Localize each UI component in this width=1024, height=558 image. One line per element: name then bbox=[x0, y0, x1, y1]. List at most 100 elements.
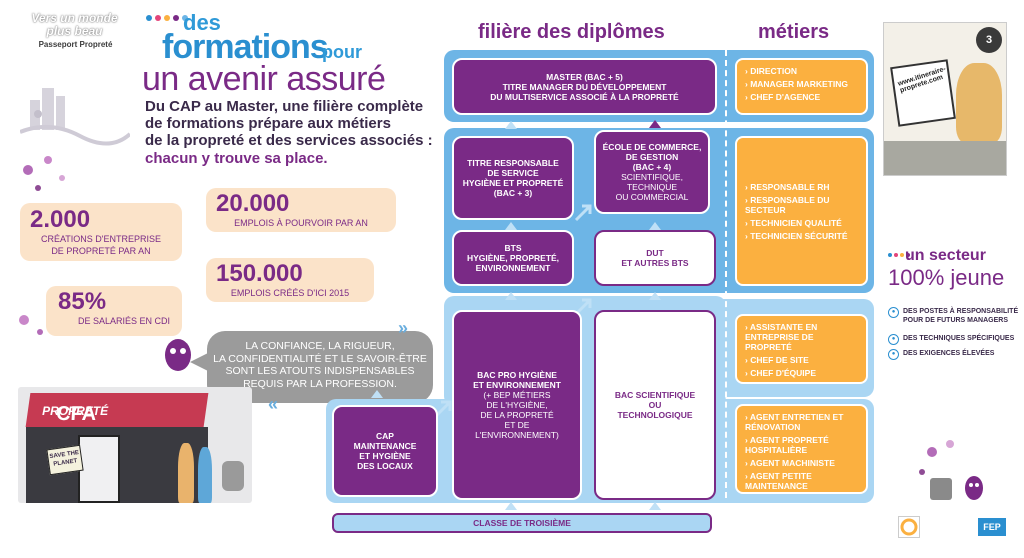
column-separator bbox=[725, 50, 727, 498]
arrow-up-icon bbox=[505, 121, 517, 129]
heading-dots bbox=[146, 15, 188, 21]
stat-emplois-crees: 150.000 EMPLOIS CRÉÉS D'ICI 2015 bbox=[206, 258, 374, 302]
diploma-line: DES LOCAUX bbox=[357, 461, 413, 471]
diploma-line: ÉCOLE DE COMMERCE, bbox=[602, 142, 702, 152]
diploma-line: BAC SCIENTIFIQUE bbox=[614, 390, 696, 400]
quote-line2: LA CONFIDENTIALITÉ ET LE SAVOIR-ÊTRE bbox=[213, 352, 427, 365]
secteur-line1: un secteur bbox=[905, 247, 986, 264]
intro-line2: de formations prépare aux métiers bbox=[145, 115, 391, 132]
cfa-sign: SAVE THE PLANET bbox=[46, 444, 84, 476]
leaves-decoration bbox=[919, 440, 983, 500]
leaves-decoration bbox=[19, 156, 65, 335]
heading-des: des bbox=[183, 10, 221, 35]
quote-line1: LA CONFIANCE, LA RIGUEUR, bbox=[245, 340, 395, 352]
fact-line: DES EXIGENCES ÉLEVÉES bbox=[903, 350, 995, 357]
diploma-master: MASTER (BAC + 5) TITRE MANAGER DU DÉVELO… bbox=[452, 58, 717, 115]
stat-label: EMPLOIS À POURVOIR PAR AN bbox=[234, 218, 368, 228]
diploma-line: HYGIÈNE ET PROPRETÉ bbox=[462, 178, 564, 188]
quote-line3: SONT LES ATOUTS INDISPENSABLES bbox=[225, 365, 415, 377]
column-diplomes-title: filière des diplômes bbox=[478, 21, 665, 43]
fep-logo: FEP bbox=[978, 518, 1006, 536]
metier-item: AGENT ENTRETIEN ET RÉNOVATION bbox=[745, 412, 858, 432]
diploma-line: ET ENVIRONNEMENT bbox=[473, 380, 561, 390]
diploma-line: OU bbox=[648, 400, 662, 410]
metier-item: AGENT PROPRETÉ HOSPITALIÈRE bbox=[745, 435, 858, 455]
arrow-up-icon bbox=[505, 292, 517, 300]
secteur-dots bbox=[888, 253, 910, 257]
city-illustration bbox=[20, 88, 130, 146]
cfa-door bbox=[78, 435, 120, 503]
diploma-line: DE L'HYGIÈNE, bbox=[486, 400, 548, 410]
arrow-up-icon bbox=[649, 120, 661, 128]
arrow-up-icon bbox=[649, 502, 661, 510]
diploma-line: BTS bbox=[504, 243, 522, 253]
diploma-cap: CAP MAINTENANCE ET HYGIÈNE DES LOCAUX bbox=[332, 405, 438, 497]
diploma-line: TECHNOLOGIQUE bbox=[617, 410, 693, 420]
metiers-group-2: RESPONSABLE RH RESPONSABLE DU SECTEUR TE… bbox=[735, 136, 868, 286]
comic-badge: 3 bbox=[976, 27, 1002, 53]
arrow-up-icon bbox=[649, 292, 661, 300]
metiers-group-3: ASSISTANTE EN ENTREPRISE DE PROPRETÉ CHE… bbox=[735, 314, 868, 384]
metier-item: AGENT MACHINISTE bbox=[745, 458, 858, 468]
diploma-line: HYGIÈNE, PROPRETÉ, bbox=[466, 253, 560, 263]
metier-item: RESPONSABLE RH bbox=[745, 182, 858, 192]
stat-label: CRÉATIONS D'ENTREPRISE bbox=[40, 234, 162, 244]
quote-tail bbox=[190, 352, 210, 372]
metier-item: TECHNICIEN SÉCURITÉ bbox=[745, 231, 858, 241]
cfa-illustration: CFA PROPRETÉ SAVE THE PLANET bbox=[18, 387, 252, 503]
diploma-line: MAINTENANCE bbox=[353, 441, 417, 451]
arrow-up-icon bbox=[505, 502, 517, 510]
diploma-ecole-commerce: ÉCOLE DE COMMERCE, DE GESTION (BAC + 4) … bbox=[594, 130, 710, 214]
person-illustration bbox=[198, 447, 212, 503]
column-metiers-title: métiers bbox=[758, 21, 830, 43]
stat-value: 150.000 bbox=[216, 260, 303, 287]
diploma-line: (BAC + 3) bbox=[493, 188, 533, 198]
metier-item: DIRECTION bbox=[745, 66, 858, 76]
diploma-line: DU MULTISERVICE ASSOCIÉ À LA PROPRETÉ bbox=[490, 91, 679, 102]
heading-avenir: un avenir assuré bbox=[142, 60, 386, 98]
diploma-titre-responsable: TITRE RESPONSABLE DE SERVICE HYGIÈNE ET … bbox=[452, 136, 574, 220]
stat-value: 85% bbox=[58, 288, 107, 315]
stat-label: DE SALARIÉS EN CDI bbox=[77, 316, 170, 326]
slogan-line1: Vers un monde bbox=[31, 11, 118, 25]
fact-item: ● DES TECHNIQUES SPÉCIFIQUES bbox=[888, 334, 1014, 345]
stat-emplois-pourvoir: 20.000 EMPLOIS À POURVOIR PAR AN bbox=[206, 188, 396, 232]
cfa-roof: CFA PROPRETÉ bbox=[25, 393, 209, 427]
diploma-line: TITRE RESPONSABLE bbox=[467, 158, 559, 168]
stat-label: DE PROPRETÉ PAR AN bbox=[51, 246, 151, 256]
diploma-bac-scientifique: BAC SCIENTIFIQUE OU TECHNOLOGIQUE bbox=[594, 310, 716, 500]
quote-line4: REQUIS PAR LA PROFESSION. bbox=[243, 377, 397, 390]
fact-line: DES TECHNIQUES SPÉCIFIQUES bbox=[903, 335, 1015, 342]
mascot-icon bbox=[165, 339, 191, 371]
diploma-line: BAC PRO HYGIÈNE bbox=[477, 370, 557, 380]
heading-pour: pour bbox=[322, 42, 362, 62]
diploma-line: L'ENVIRONNEMENT) bbox=[475, 430, 559, 440]
diploma-line: ET AUTRES BTS bbox=[621, 258, 689, 268]
person-illustration bbox=[956, 63, 1002, 143]
secteur-line2: 100% jeune bbox=[888, 265, 1005, 290]
diploma-line: DE LA PROPRETÉ bbox=[480, 410, 554, 420]
target-icon: ● bbox=[888, 307, 899, 318]
metier-item: RESPONSABLE DU SECTEUR bbox=[745, 195, 858, 215]
heading-formations: formations bbox=[162, 28, 329, 66]
diploma-bac-pro: BAC PRO HYGIÈNE ET ENVIRONNEMENT (+ BEP … bbox=[452, 310, 582, 500]
diploma-line: DUT bbox=[646, 248, 664, 258]
diploma-line: DE GESTION bbox=[625, 152, 679, 162]
chevron-left-icon: « bbox=[268, 394, 279, 414]
stat-value: 20.000 bbox=[216, 190, 290, 217]
diploma-line: DE SERVICE bbox=[487, 168, 539, 178]
diploma-line: MASTER (BAC + 5) bbox=[546, 71, 623, 82]
diploma-line: ET DE bbox=[504, 420, 530, 430]
diploma-line: (+ BEP MÉTIERS bbox=[483, 390, 551, 400]
stat-cdi: 85% DE SALARIÉS EN CDI bbox=[46, 286, 182, 336]
partner-logo bbox=[898, 516, 920, 538]
metier-item: CHEF D'AGENCE bbox=[745, 92, 858, 102]
arrow-up-icon bbox=[649, 222, 661, 230]
target-icon: ● bbox=[888, 334, 899, 345]
diploma-line: CAP bbox=[376, 431, 394, 441]
metier-item: CHEF DE SITE bbox=[745, 355, 858, 365]
intro-highlight: chacun y trouve sa place. bbox=[145, 150, 328, 167]
metier-item: MANAGER MARKETING bbox=[745, 79, 858, 89]
diploma-line: ENVIRONNEMENT bbox=[475, 263, 551, 273]
